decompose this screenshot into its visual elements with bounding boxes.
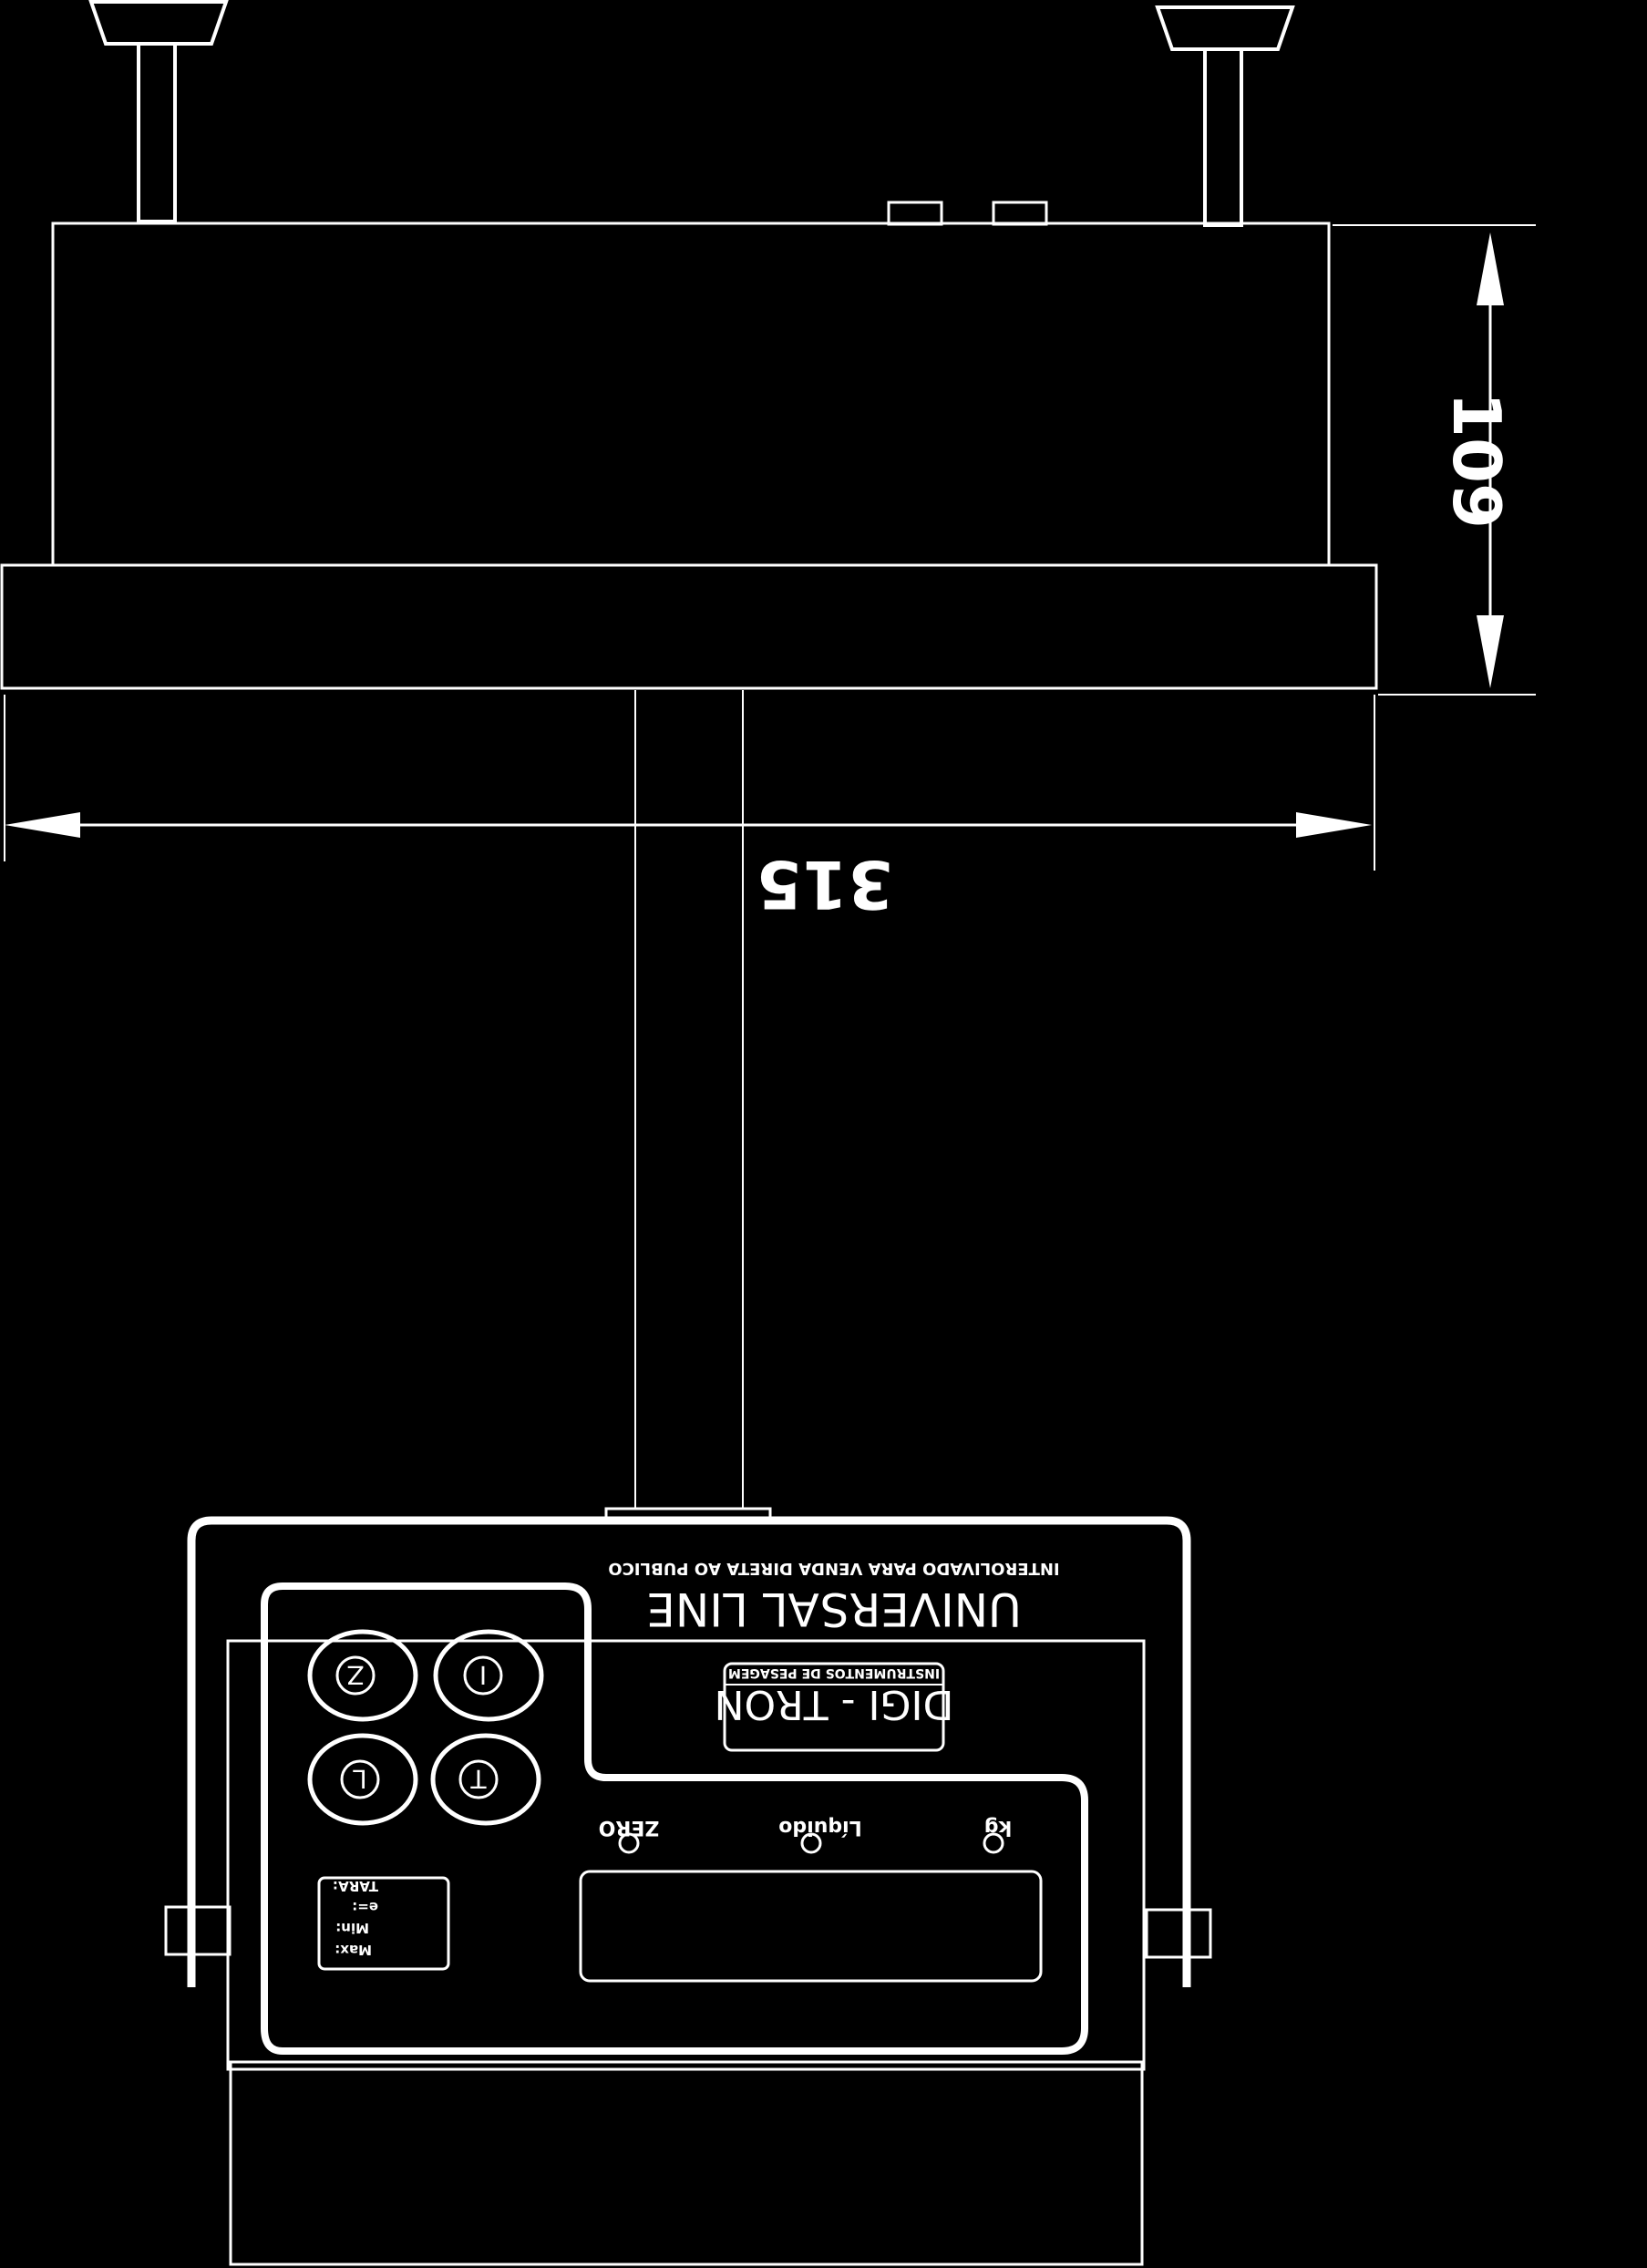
indicator-base xyxy=(229,2060,1144,2266)
brand-title: UNIVERSAL LINE xyxy=(646,1582,1022,1635)
indicator-inner-face xyxy=(226,1639,1146,2071)
indicator-outer-housing xyxy=(187,1516,1191,1987)
key-z[interactable]: Z xyxy=(307,1629,418,1722)
liquido-label: Líquido xyxy=(778,1816,861,1839)
top-knob-left xyxy=(887,201,943,226)
kg-label: kg xyxy=(984,1816,1012,1839)
key-z-ring xyxy=(335,1655,376,1696)
kg-lamp xyxy=(983,1832,1004,1854)
width-dimension-label: 315 xyxy=(757,846,893,923)
zero-lamp xyxy=(618,1832,640,1854)
width-arrow-right xyxy=(1296,812,1372,838)
key-l-ring xyxy=(340,1759,380,1799)
key-t-ring xyxy=(458,1759,499,1799)
width-arrow-left xyxy=(5,812,80,838)
logo-caption: INSTRUMENTOS DE PESAGEM xyxy=(728,1665,940,1680)
front-panel-outline xyxy=(261,1582,1088,2055)
key-z-oval[interactable] xyxy=(307,1629,418,1722)
key-t[interactable]: T xyxy=(430,1733,541,1826)
height-arrow-top xyxy=(1477,232,1504,305)
base-plate xyxy=(0,563,1378,690)
spec-e: e=: xyxy=(352,1899,378,1915)
left-side-bracket xyxy=(164,1905,232,1956)
key-i-label: I xyxy=(479,1660,487,1690)
key-t-oval[interactable] xyxy=(430,1733,541,1826)
spec-plate xyxy=(317,1876,450,1971)
key-t-label: T xyxy=(470,1764,488,1794)
liquido-lamp xyxy=(800,1832,822,1854)
key-i-oval[interactable] xyxy=(433,1629,544,1722)
top-knob-right xyxy=(992,201,1048,226)
zero-label: ZERO xyxy=(599,1816,660,1839)
right-foot xyxy=(1155,5,1295,51)
key-i[interactable]: I xyxy=(433,1629,544,1722)
brand-subtitle: INTEROLIVADO PARA VENDA DIRETA AO PUBLIC… xyxy=(608,1559,1059,1578)
logo-box xyxy=(723,1662,945,1752)
left-foot xyxy=(88,0,229,46)
right-side-bracket xyxy=(1145,1908,1212,1959)
weight-display xyxy=(579,1870,1043,1983)
upper-housing xyxy=(51,222,1331,567)
key-l-label: L xyxy=(353,1764,367,1794)
height-arrow-bottom xyxy=(1477,615,1504,688)
logo-text: DIGI - TRON xyxy=(715,1681,954,1727)
spec-min: Min: xyxy=(335,1920,369,1936)
key-i-ring xyxy=(463,1655,503,1696)
height-dimension-label: 109 xyxy=(1438,392,1515,529)
key-z-label: Z xyxy=(346,1660,364,1690)
key-l[interactable]: L xyxy=(307,1733,418,1826)
right-foot-stem xyxy=(1203,47,1243,227)
spec-tara: TARA: xyxy=(333,1878,378,1894)
key-l-oval[interactable] xyxy=(307,1733,418,1826)
spec-max: Max: xyxy=(335,1942,372,1958)
left-foot-stem xyxy=(137,42,177,223)
